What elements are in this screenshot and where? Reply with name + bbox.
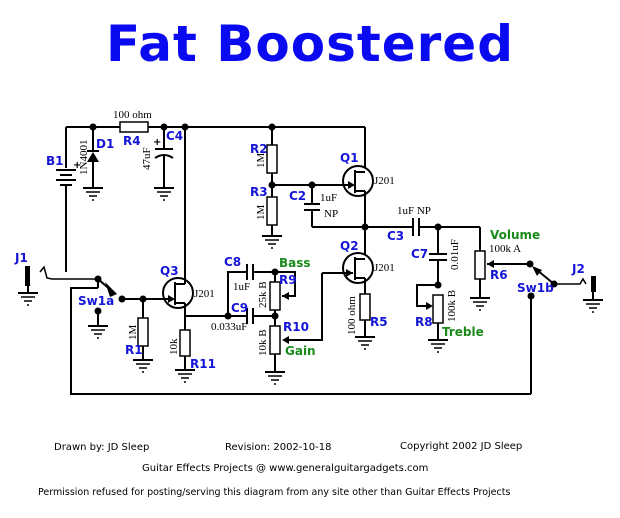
- svg-text:+: +: [73, 160, 81, 171]
- diode-d1: [82, 127, 104, 201]
- resistor-r1: [137, 317, 149, 347]
- wire-gain-to-q2: [287, 273, 323, 341]
- footer-revision: Revision: 2002-10-18: [225, 442, 332, 453]
- value-c8: 1uF: [233, 281, 250, 293]
- value-r4: 100 ohm: [113, 109, 152, 121]
- volume-pot: [469, 227, 530, 311]
- tone-treble: [416, 227, 449, 353]
- jfet-q1: [342, 127, 374, 227]
- resistor-r5: [359, 293, 371, 321]
- label-r1: R1: [125, 343, 143, 357]
- value-r1: 1M: [127, 325, 139, 341]
- footer-website: Guitar Effects Projects @ www.generalgui…: [142, 463, 429, 474]
- battery-b1: +: [56, 127, 81, 272]
- value-c2-np: NP: [324, 208, 338, 220]
- value-r11: 10k: [168, 338, 180, 355]
- label-q3: Q3: [160, 264, 179, 278]
- label-c8: C8: [224, 255, 241, 269]
- label-r4: R4: [123, 134, 141, 148]
- svg-text:+: +: [153, 137, 161, 148]
- value-q3: J201: [194, 288, 215, 300]
- label-c9: C9: [231, 301, 248, 315]
- label-c7: C7: [411, 247, 428, 261]
- value-r9: 25k B: [257, 281, 269, 308]
- label-r6: R6: [490, 268, 508, 282]
- value-c9: 0.033uF: [211, 321, 247, 333]
- switch-sw1b[interactable]: [526, 260, 558, 395]
- resistor-r2: [266, 144, 278, 174]
- schematic-title: Fat Boostered: [105, 15, 515, 73]
- label-sw1b: Sw1b: [517, 281, 554, 295]
- label-j1: J1: [14, 251, 28, 265]
- value-q1: J201: [374, 175, 395, 187]
- resistor-r11: [179, 329, 191, 357]
- footer-permission: Permission refused for posting/serving t…: [38, 487, 511, 498]
- label-volume: Volume: [490, 228, 540, 242]
- label-c2: C2: [289, 189, 306, 203]
- resistor-r8: [432, 294, 444, 324]
- value-r6: 100k A: [489, 243, 521, 255]
- value-c2: 1uF: [320, 192, 337, 204]
- value-r5: 100 ohm: [346, 296, 358, 335]
- capacitor-c4: +: [153, 127, 175, 201]
- wire-bypass-loop: [70, 287, 531, 395]
- label-b1: B1: [46, 154, 64, 168]
- label-gain: Gain: [285, 344, 316, 358]
- label-d1: D1: [96, 137, 114, 151]
- jack-j1[interactable]: [17, 265, 98, 306]
- jack-j2[interactable]: [554, 276, 604, 313]
- switch-sw1a[interactable]: [87, 275, 126, 339]
- footer-drawn-by: Drawn by: JD Sleep: [54, 442, 150, 453]
- label-q1: Q1: [340, 151, 359, 165]
- label-c3: C3: [387, 229, 404, 243]
- value-r8: 100k B: [446, 290, 458, 322]
- label-sw1a: Sw1a: [78, 294, 114, 308]
- label-r3: R3: [250, 185, 268, 199]
- label-r8: R8: [415, 315, 433, 329]
- label-treble: Treble: [442, 325, 484, 339]
- label-r2: R2: [250, 142, 268, 156]
- value-c7: 0.01uF: [449, 239, 461, 270]
- power-section: + B1 D1 1N4001 100 ohm R4 + C4 47: [46, 109, 365, 278]
- label-r9: R9: [279, 273, 297, 287]
- value-c4: 47uF: [141, 147, 153, 170]
- label-r5: R5: [370, 315, 388, 329]
- value-r3: 1M: [255, 205, 267, 221]
- value-c3: 1uF NP: [397, 205, 431, 217]
- label-q2: Q2: [340, 239, 359, 253]
- label-c4: C4: [166, 129, 183, 143]
- footer-copyright: Copyright 2002 JD Sleep: [400, 441, 523, 452]
- label-j2: J2: [571, 262, 585, 276]
- resistor-r10: [269, 325, 281, 355]
- resistor-r3: [266, 196, 278, 226]
- bias-divider: [261, 123, 364, 249]
- label-bass: Bass: [279, 256, 311, 270]
- value-r2: 1M: [255, 153, 267, 169]
- jfet-q3: [162, 277, 196, 383]
- jfet-q2: [322, 227, 376, 350]
- resistor-r6: [474, 250, 486, 280]
- label-r11: R11: [190, 357, 216, 371]
- label-r10: R10: [283, 320, 309, 334]
- value-d1: 1N4001: [78, 140, 90, 175]
- value-r10: 10k B: [257, 329, 269, 356]
- resistor-r4: [119, 121, 149, 133]
- value-q2: J201: [374, 262, 395, 274]
- tone-bass-gain: [227, 264, 296, 385]
